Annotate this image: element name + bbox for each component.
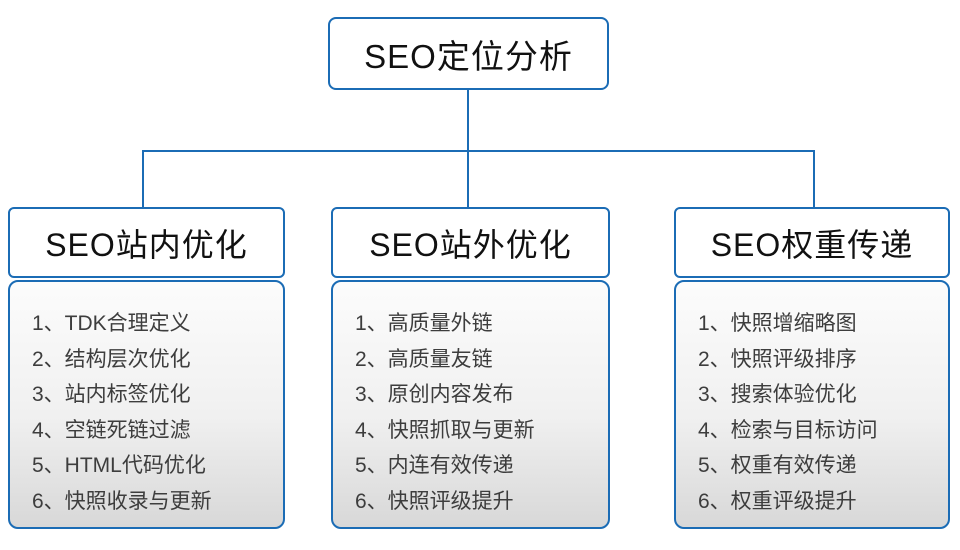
column-panel-offsite-optimization: 1、高质量外链 2、高质量友链 3、原创内容发布 4、快照抓取与更新 5、内连有… xyxy=(331,280,610,529)
list-item: 6、快照收录与更新 xyxy=(32,489,212,513)
list-item: 3、站内标签优化 xyxy=(32,383,191,406)
column-panel-weight-transfer: 1、快照增缩略图 2、快照评级排序 3、搜索体验优化 4、检索与目标访问 5、权… xyxy=(674,280,950,529)
list-item: 1、快照增缩略图 xyxy=(698,312,857,335)
weight-item-list: 1、快照增缩略图 2、快照评级排序 3、搜索体验优化 4、检索与目标访问 5、权… xyxy=(698,306,938,519)
root-node-seo-positioning-analysis: SEO定位分析 xyxy=(328,17,609,90)
list-item: 4、快照抓取与更新 xyxy=(355,418,535,442)
list-item: 1、TDK合理定义 xyxy=(32,312,191,335)
list-item: 4、空链死链过滤 xyxy=(32,418,191,442)
column-header-offsite-optimization: SEO站外优化 xyxy=(331,207,610,278)
connector-center-vertical xyxy=(467,150,469,207)
list-item: 6、权重评级提升 xyxy=(698,489,857,513)
list-item: 2、结构层次优化 xyxy=(32,347,191,371)
connector-horizontal-rail xyxy=(142,150,815,152)
connector-left-vertical xyxy=(142,150,144,207)
list-item: 5、HTML代码优化 xyxy=(32,454,206,477)
onsite-item-list: 1、TDK合理定义 2、结构层次优化 3、站内标签优化 4、空链死链过滤 5、H… xyxy=(32,306,273,519)
column-header-label: SEO站内优化 xyxy=(45,226,248,263)
list-item: 2、高质量友链 xyxy=(355,347,493,371)
list-item: 3、原创内容发布 xyxy=(355,383,514,406)
offsite-item-list: 1、高质量外链 2、高质量友链 3、原创内容发布 4、快照抓取与更新 5、内连有… xyxy=(355,306,598,519)
column-panel-onsite-optimization: 1、TDK合理定义 2、结构层次优化 3、站内标签优化 4、空链死链过滤 5、H… xyxy=(8,280,285,529)
list-item: 5、内连有效传递 xyxy=(355,454,514,477)
column-header-label: SEO站外优化 xyxy=(369,226,572,263)
column-header-onsite-optimization: SEO站内优化 xyxy=(8,207,285,278)
connector-root-vertical xyxy=(467,90,469,150)
root-node-title: SEO定位分析 xyxy=(364,37,573,75)
list-item: 5、权重有效传递 xyxy=(698,454,857,477)
list-item: 3、搜索体验优化 xyxy=(698,383,857,406)
connector-right-vertical xyxy=(813,150,815,207)
list-item: 4、检索与目标访问 xyxy=(698,418,878,442)
list-item: 1、高质量外链 xyxy=(355,312,493,335)
column-header-label: SEO权重传递 xyxy=(710,226,914,263)
list-item: 2、快照评级排序 xyxy=(698,347,857,371)
list-item: 6、快照评级提升 xyxy=(355,489,514,513)
column-header-weight-transfer: SEO权重传递 xyxy=(674,207,950,278)
